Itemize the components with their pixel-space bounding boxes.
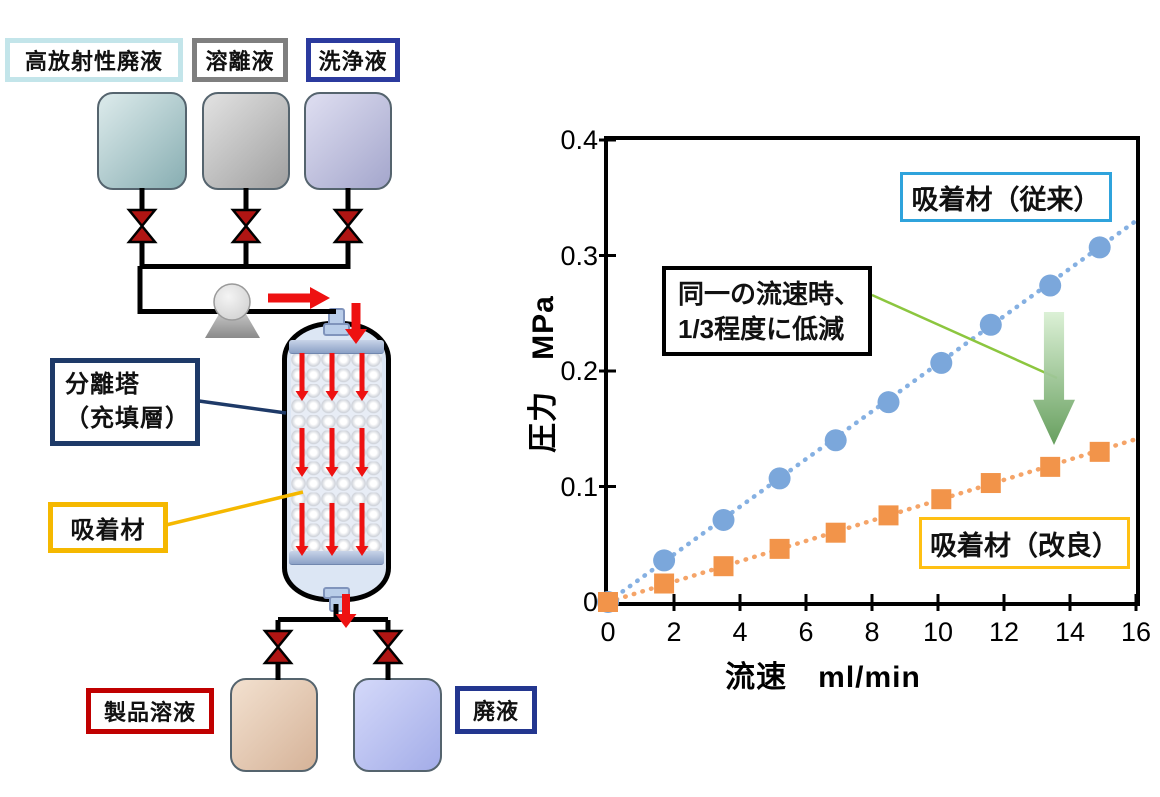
flow-arrow-column-icon <box>325 503 339 556</box>
flow-arrow-column-icon <box>295 503 309 556</box>
label-box-adsorbent: 吸着材 <box>48 502 168 553</box>
legend-improved: 吸着材（改良） <box>919 517 1130 569</box>
annotation-line1: 同一の流速時、 <box>678 279 861 309</box>
flow-arrow-right-icon <box>268 287 330 309</box>
piping-layer <box>126 188 404 680</box>
data-point-conventional <box>1039 274 1062 297</box>
data-point-conventional <box>877 391 900 414</box>
valve-icon <box>332 208 364 244</box>
data-point-improved <box>980 473 1001 494</box>
data-point-improved <box>769 538 790 559</box>
label-box-column: 分離塔 （充填層） <box>50 358 200 446</box>
diagram-panel: 高放射性廃液 溶離液 洗浄液 <box>0 0 560 797</box>
pump-icon <box>205 283 260 338</box>
tank-waste <box>353 678 442 772</box>
valve-icon <box>126 208 158 244</box>
data-point-conventional <box>1088 236 1111 259</box>
flow-arrow-column-icon <box>325 353 339 401</box>
flow-arrow-inlet-icon <box>345 303 367 344</box>
column-label-line2: （充填層） <box>65 405 190 432</box>
data-point-improved <box>598 592 618 612</box>
flow-arrow-column-icon <box>295 353 309 401</box>
column-bottom-plate <box>289 551 384 565</box>
flow-arrow-outlet-icon <box>335 594 357 628</box>
annotation-line2: 1/3程度に低減 <box>678 314 845 344</box>
legend-conventional: 吸着材（従来） <box>900 172 1112 222</box>
data-point-conventional <box>930 351 953 374</box>
tank-eluent <box>202 92 290 190</box>
tank-high-level-waste <box>97 92 187 190</box>
callout-line-adsorbent <box>165 490 304 527</box>
flow-arrow-column-icon <box>355 503 369 556</box>
annotation-pointer-line <box>871 293 1058 380</box>
data-point-improved <box>1040 456 1061 477</box>
column-top-plate <box>289 340 384 354</box>
x-axis-title: 流速 ml/min <box>725 661 921 694</box>
flow-arrow-column-icon <box>355 428 369 477</box>
data-point-conventional <box>824 429 847 452</box>
data-point-improved <box>713 556 734 577</box>
pipe-network <box>137 188 391 680</box>
data-point-conventional <box>979 313 1002 336</box>
label-box-high-level-waste: 高放射性廃液 <box>5 38 183 82</box>
flow-arrow-column-icon <box>295 428 309 477</box>
pipe-outlets <box>275 604 391 680</box>
callout-line-column <box>198 399 287 415</box>
data-point-improved <box>654 573 675 594</box>
tank-product <box>230 678 318 772</box>
flow-arrow-column-icon <box>355 353 369 401</box>
valve-icon <box>372 629 404 665</box>
data-point-improved <box>825 522 846 543</box>
callout-lines <box>165 399 304 527</box>
plot-area <box>597 136 1140 613</box>
valves-group <box>126 208 404 665</box>
label-box-eluent: 溶離液 <box>192 38 288 82</box>
data-point-improved <box>931 489 952 510</box>
annotation-box: 同一の流速時、 1/3程度に低減 <box>662 266 872 356</box>
data-point-improved <box>1089 441 1110 462</box>
column-label-line1: 分離塔 <box>65 371 140 398</box>
y-axis-title: 圧力 MPa <box>527 295 560 453</box>
data-point-improved <box>878 505 899 526</box>
valve-icon <box>230 208 262 244</box>
adsorbent-beads <box>291 353 382 552</box>
data-point-conventional <box>653 549 676 572</box>
flow-arrows-group <box>268 287 369 628</box>
label-box-waste: 廃液 <box>455 686 537 734</box>
data-point-conventional <box>712 508 735 531</box>
plot-canvas <box>597 138 1139 613</box>
label-box-wash: 洗浄液 <box>306 38 400 82</box>
label-box-product: 製品溶液 <box>86 688 214 734</box>
data-point-conventional <box>768 467 791 490</box>
valve-icon <box>262 629 294 665</box>
flow-arrow-column-icon <box>325 428 339 477</box>
